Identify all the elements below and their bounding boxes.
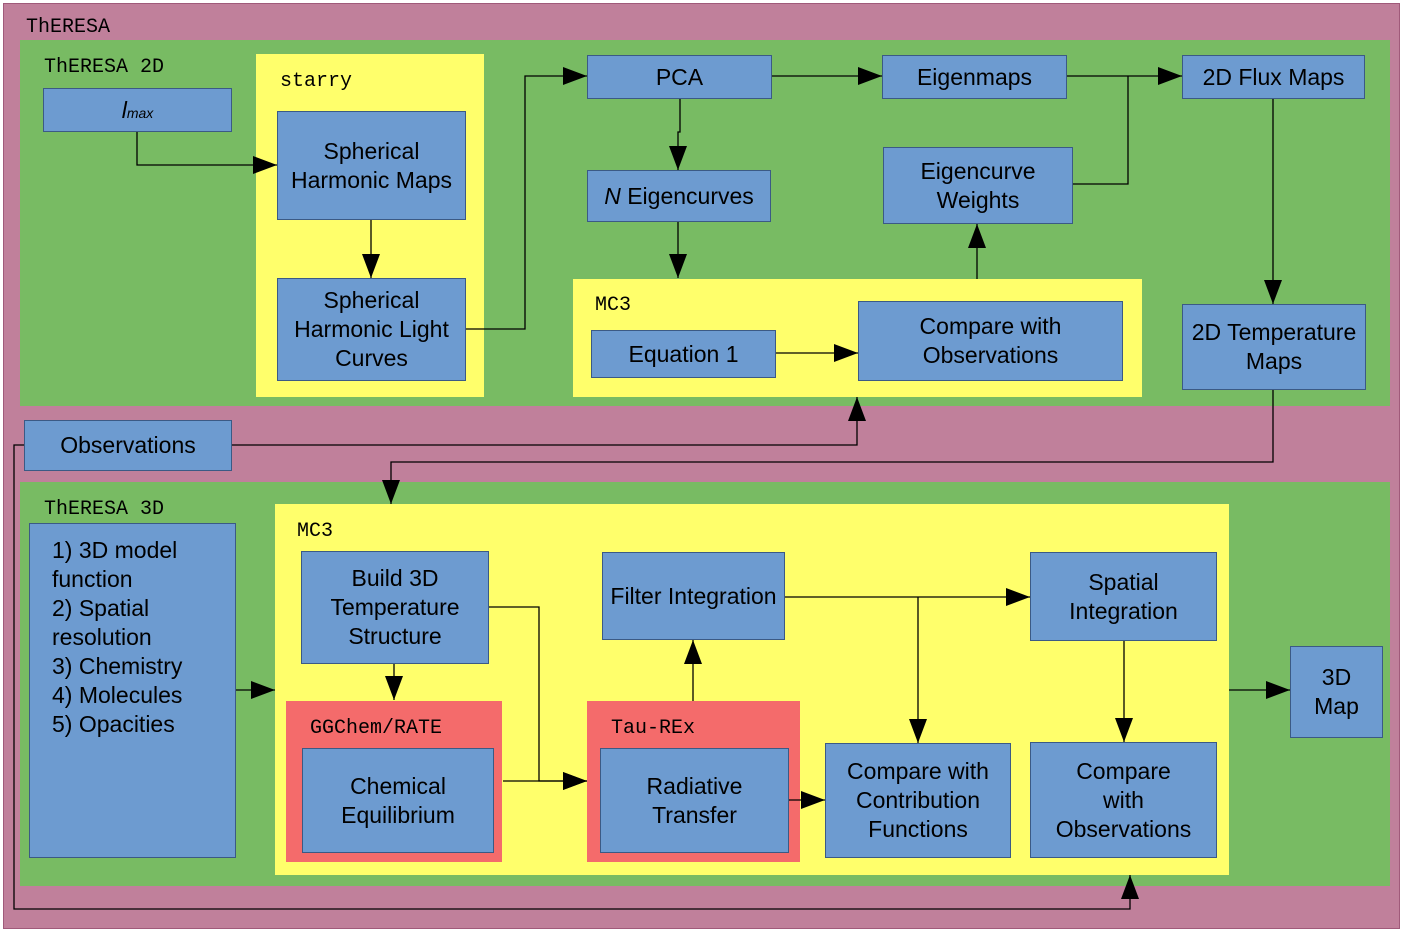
chemical-equilibrium-box: Chemical Equilibrium	[302, 748, 494, 853]
pca-box: PCA	[587, 55, 772, 99]
n-eigencurves-box: N Eigencurves	[587, 170, 771, 222]
model-option: 1) 3D model function	[52, 537, 178, 592]
model-option: 2) Spatial resolution	[52, 595, 152, 650]
theresa-3d-label: ThERESA 3D	[44, 498, 165, 521]
n-symbol: N	[604, 182, 621, 209]
eigencurves-label: Eigencurves	[620, 182, 754, 209]
observations-box: Observations	[24, 420, 232, 471]
filter-integration-box: Filter Integration	[602, 552, 785, 640]
model-options-list: 1) 3D model function 2) Spatial resoluti…	[52, 536, 213, 739]
compare-contribution-box: Compare with Contribution Functions	[825, 743, 1011, 858]
model-option: 4) Molecules	[52, 682, 183, 708]
equation-1-box: Equation 1	[591, 330, 776, 378]
compare-observations-2d-box: Compare with Observations	[858, 301, 1123, 381]
sh-light-curves-box: Spherical Harmonic Light Curves	[277, 278, 466, 381]
compare-observations-3d-box: Compare with Observations	[1030, 742, 1217, 858]
radiative-transfer-box: Radiative Transfer	[600, 748, 789, 853]
spatial-integration-box: Spatial Integration	[1030, 552, 1217, 641]
starry-label: starry	[280, 70, 353, 93]
flux-maps-box: 2D Flux Maps	[1182, 55, 1365, 99]
ggchem-label: GGChem/RATE	[310, 717, 443, 740]
temperature-maps-box: 2D Temperature Maps	[1182, 304, 1366, 390]
mc3-2d-label: MC3	[595, 294, 632, 317]
lmax-subscript: max	[126, 104, 154, 121]
sh-maps-box: Spherical Harmonic Maps	[277, 111, 466, 220]
theresa-label: ThERESA	[26, 16, 111, 39]
theresa-2d-label: ThERESA 2D	[44, 56, 165, 79]
3d-map-box: 3D Map	[1290, 646, 1383, 738]
eigencurve-weights-box: Eigencurve Weights	[883, 147, 1073, 224]
model-option: 5) Opacities	[52, 711, 175, 737]
build-3d-structure-box: Build 3D Temperature Structure	[301, 551, 489, 664]
eigenmaps-box: Eigenmaps	[882, 55, 1067, 99]
lmax-symbol: l	[121, 96, 127, 123]
mc3-3d-label: MC3	[297, 520, 334, 543]
model-option: 3) Chemistry	[52, 653, 183, 679]
taurex-label: Tau-REx	[611, 717, 696, 740]
model-options-box: 1) 3D model function 2) Spatial resoluti…	[29, 523, 236, 858]
